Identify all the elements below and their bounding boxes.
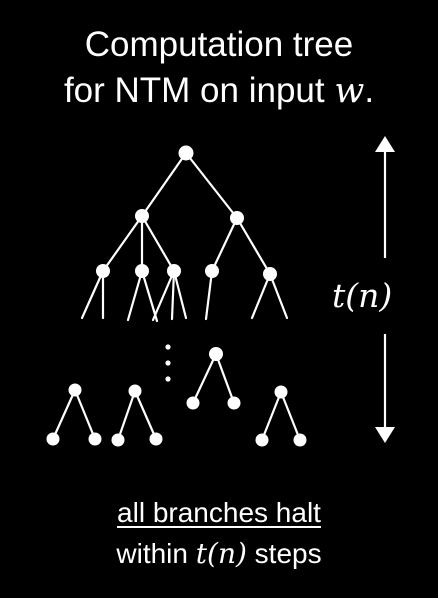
ellipsis-dot (165, 360, 171, 366)
ellipsis-dot (165, 376, 171, 382)
tree-edge (279, 390, 302, 442)
tree-edge (268, 272, 289, 320)
tree-node (263, 267, 277, 281)
caption-time-bound: t(n) (195, 537, 247, 570)
title-line-2: for NTM on input w. (0, 68, 438, 114)
tree-edge (116, 389, 137, 442)
root-node (178, 145, 194, 161)
tree-node (209, 347, 223, 361)
leaf-node (88, 432, 102, 446)
title-line-2-text: for NTM on input (63, 71, 335, 110)
tree-edge (250, 272, 272, 320)
leaf-node (293, 433, 307, 447)
title-line-1: Computation tree (84, 25, 354, 64)
tree-edge (235, 216, 272, 276)
tree-node (135, 264, 149, 278)
tree-height-label: t(n) (332, 276, 393, 315)
tree-edge (151, 269, 176, 322)
tree-node (128, 384, 142, 398)
title-period: . (364, 71, 375, 110)
tree-node (205, 264, 219, 278)
tree-node (135, 209, 149, 223)
leaf-node (227, 396, 241, 410)
leaf-node (46, 432, 60, 446)
tree-edge (51, 388, 77, 441)
caption-line-1: all branches halt (117, 497, 321, 528)
tree-edge (214, 352, 236, 405)
tree-edge (73, 388, 97, 441)
tree-edge (140, 269, 159, 323)
arrow-up-head (375, 136, 395, 152)
input-variable-w: w (334, 71, 365, 111)
caption-line-2: within t(n) steps (0, 533, 438, 574)
tree-edge (133, 389, 158, 441)
diagram-title: Computation tree for NTM on input w. (0, 22, 438, 114)
tree-node (167, 264, 181, 278)
tree-edge (191, 352, 218, 405)
tree-edge (80, 269, 105, 320)
tree-edge (184, 151, 239, 220)
caption-prefix: within (116, 538, 196, 569)
tree-node (274, 385, 288, 399)
height-double-arrow (375, 136, 395, 443)
tree-edge (210, 216, 239, 273)
tree-edge (140, 151, 188, 218)
tree-edge (260, 390, 283, 442)
tree-edge (204, 269, 214, 321)
tree-edge (126, 269, 144, 322)
caption-suffix: steps (246, 538, 322, 569)
tree-node (96, 264, 110, 278)
leaf-node (255, 433, 269, 447)
arrow-down-head (375, 427, 395, 443)
leaf-node (149, 432, 163, 446)
tree-edge (101, 214, 144, 273)
tree-node (230, 211, 244, 225)
tree-edge (172, 269, 188, 320)
diagram-caption: all branches halt within t(n) steps (0, 492, 438, 574)
tree-edge (140, 214, 176, 273)
leaf-node (111, 433, 125, 447)
ellipsis-dot (165, 344, 171, 350)
tree-node (68, 383, 82, 397)
leaf-node (186, 396, 200, 410)
tree-edge (170, 269, 176, 321)
